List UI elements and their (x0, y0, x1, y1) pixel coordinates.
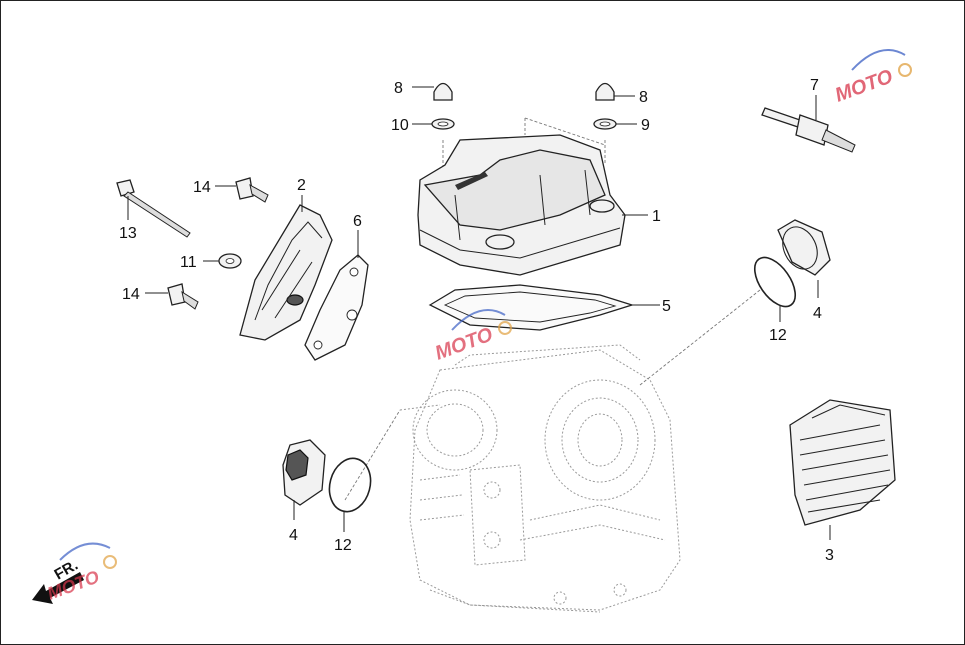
callout-8-left: 8 (394, 80, 403, 97)
acorn-nut-left (433, 82, 453, 101)
callout-14-lower: 14 (122, 286, 140, 303)
callout-2: 2 (297, 177, 306, 194)
short-bolt-upper (235, 177, 269, 203)
finned-cover (789, 399, 896, 526)
long-bolt (116, 179, 191, 238)
cylinder-head-ghost (399, 344, 681, 613)
short-bolt-lower (167, 283, 199, 310)
callout-11: 11 (180, 254, 197, 271)
callout-12-left: 12 (334, 537, 352, 554)
front-arrow-icon (32, 572, 84, 604)
callout-14-upper: 14 (193, 179, 211, 196)
o-ring-right (753, 256, 797, 308)
callout-3: 3 (825, 547, 834, 564)
callout-7: 7 (810, 77, 819, 94)
valve-cover (417, 134, 626, 276)
small-washer (218, 253, 242, 269)
side-cover-plate (239, 204, 333, 341)
o-ring-left (328, 457, 372, 513)
valve-cap-right (777, 219, 831, 276)
callout-8-right: 8 (639, 89, 648, 106)
washer-right (593, 118, 617, 130)
callout-12-right: 12 (769, 327, 787, 344)
callouts: 8 10 8 9 1 5 2 6 7 4 12 3 4 12 11 14 14 … (119, 77, 834, 564)
callout-1: 1 (652, 208, 661, 225)
acorn-nut-right (595, 82, 615, 101)
leader-lines (127, 86, 831, 540)
valve-cap-left (282, 439, 326, 506)
svg-text:MOTO: MOTO (832, 65, 896, 106)
spark-plug (761, 107, 856, 153)
watermark-logo-top: MOTO (832, 49, 912, 107)
callout-4-left: 4 (289, 527, 298, 544)
callout-6: 6 (353, 213, 362, 230)
washer-left (431, 118, 455, 130)
callout-5: 5 (662, 298, 671, 315)
callout-13: 13 (119, 225, 137, 242)
callout-10: 10 (391, 117, 409, 134)
side-cover-gasket (304, 254, 369, 361)
callout-4-right: 4 (813, 305, 822, 322)
callout-9: 9 (641, 117, 650, 134)
svg-text:MOTO: MOTO (432, 323, 496, 364)
